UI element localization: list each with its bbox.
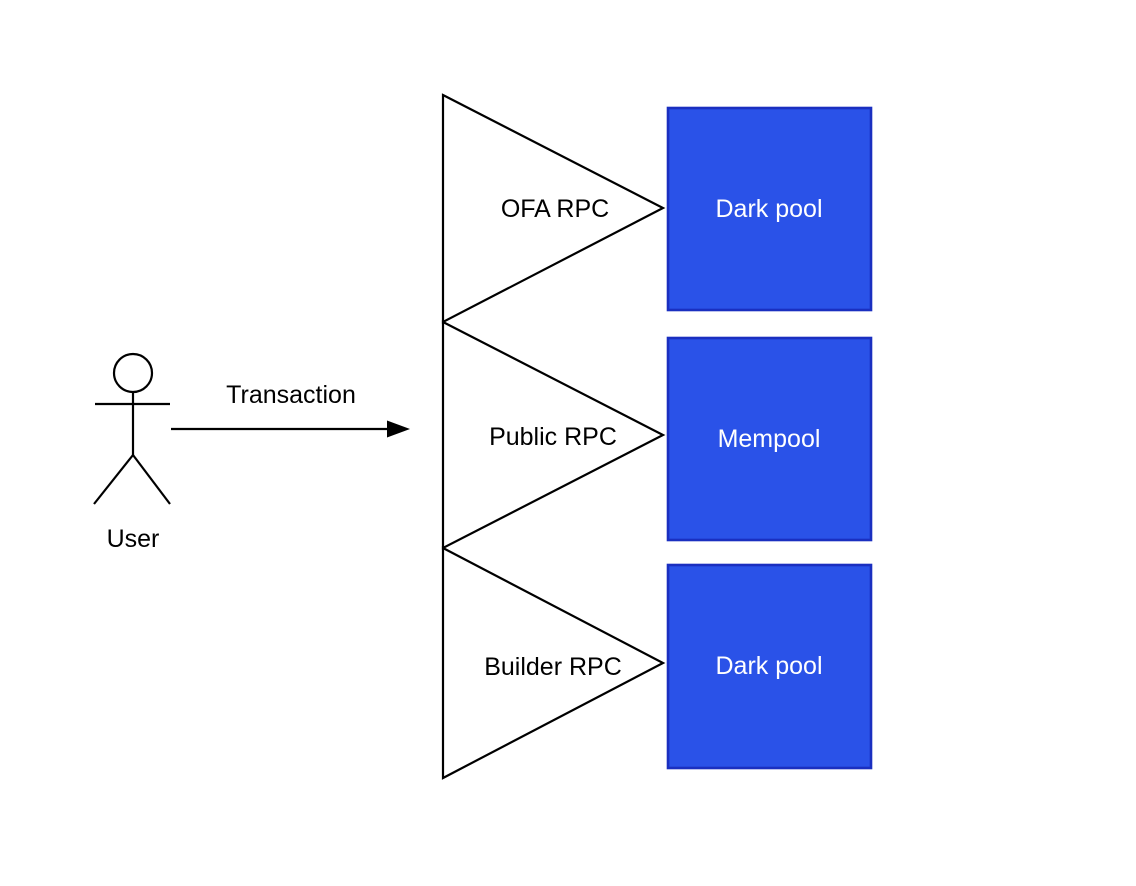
pool-dark-pool-top-label: Dark pool xyxy=(716,195,823,223)
funnel-ofa-rpc: OFA RPC xyxy=(441,93,666,324)
pool-dark-pool-bottom: Dark pool xyxy=(666,563,873,770)
user-label: User xyxy=(107,525,160,553)
funnel-builder-rpc-label: Builder RPC xyxy=(484,653,622,681)
pool-dark-pool-bottom-box xyxy=(666,563,873,770)
pool-dark-pool-bottom-label: Dark pool xyxy=(716,652,823,680)
user-right-leg-line xyxy=(132,454,171,505)
funnel-ofa-rpc-shape xyxy=(441,93,666,324)
user-left-leg-line xyxy=(93,454,134,505)
transaction-arrow: Transaction xyxy=(171,381,410,438)
funnel-builder-rpc: Builder RPC xyxy=(441,546,666,780)
funnel-public-rpc-label: Public RPC xyxy=(489,423,617,451)
funnel-ofa-rpc-label: OFA RPC xyxy=(501,195,609,223)
pool-mempool-label: Mempool xyxy=(718,425,821,453)
funnel-public-rpc-shape xyxy=(441,320,666,550)
funnel-public-rpc: Public RPC xyxy=(441,320,666,550)
pool-dark-pool-top: Dark pool xyxy=(666,106,873,312)
pool-mempool-box xyxy=(666,336,873,542)
pool-mempool: Mempool xyxy=(666,336,873,542)
pool-dark-pool-top-box xyxy=(666,106,873,312)
transaction-arrowhead-icon xyxy=(387,420,410,438)
transaction-label: Transaction xyxy=(226,381,356,409)
user-head-icon xyxy=(112,352,154,394)
funnel-builder-rpc-shape xyxy=(441,546,666,780)
user-figure: User xyxy=(93,352,171,553)
